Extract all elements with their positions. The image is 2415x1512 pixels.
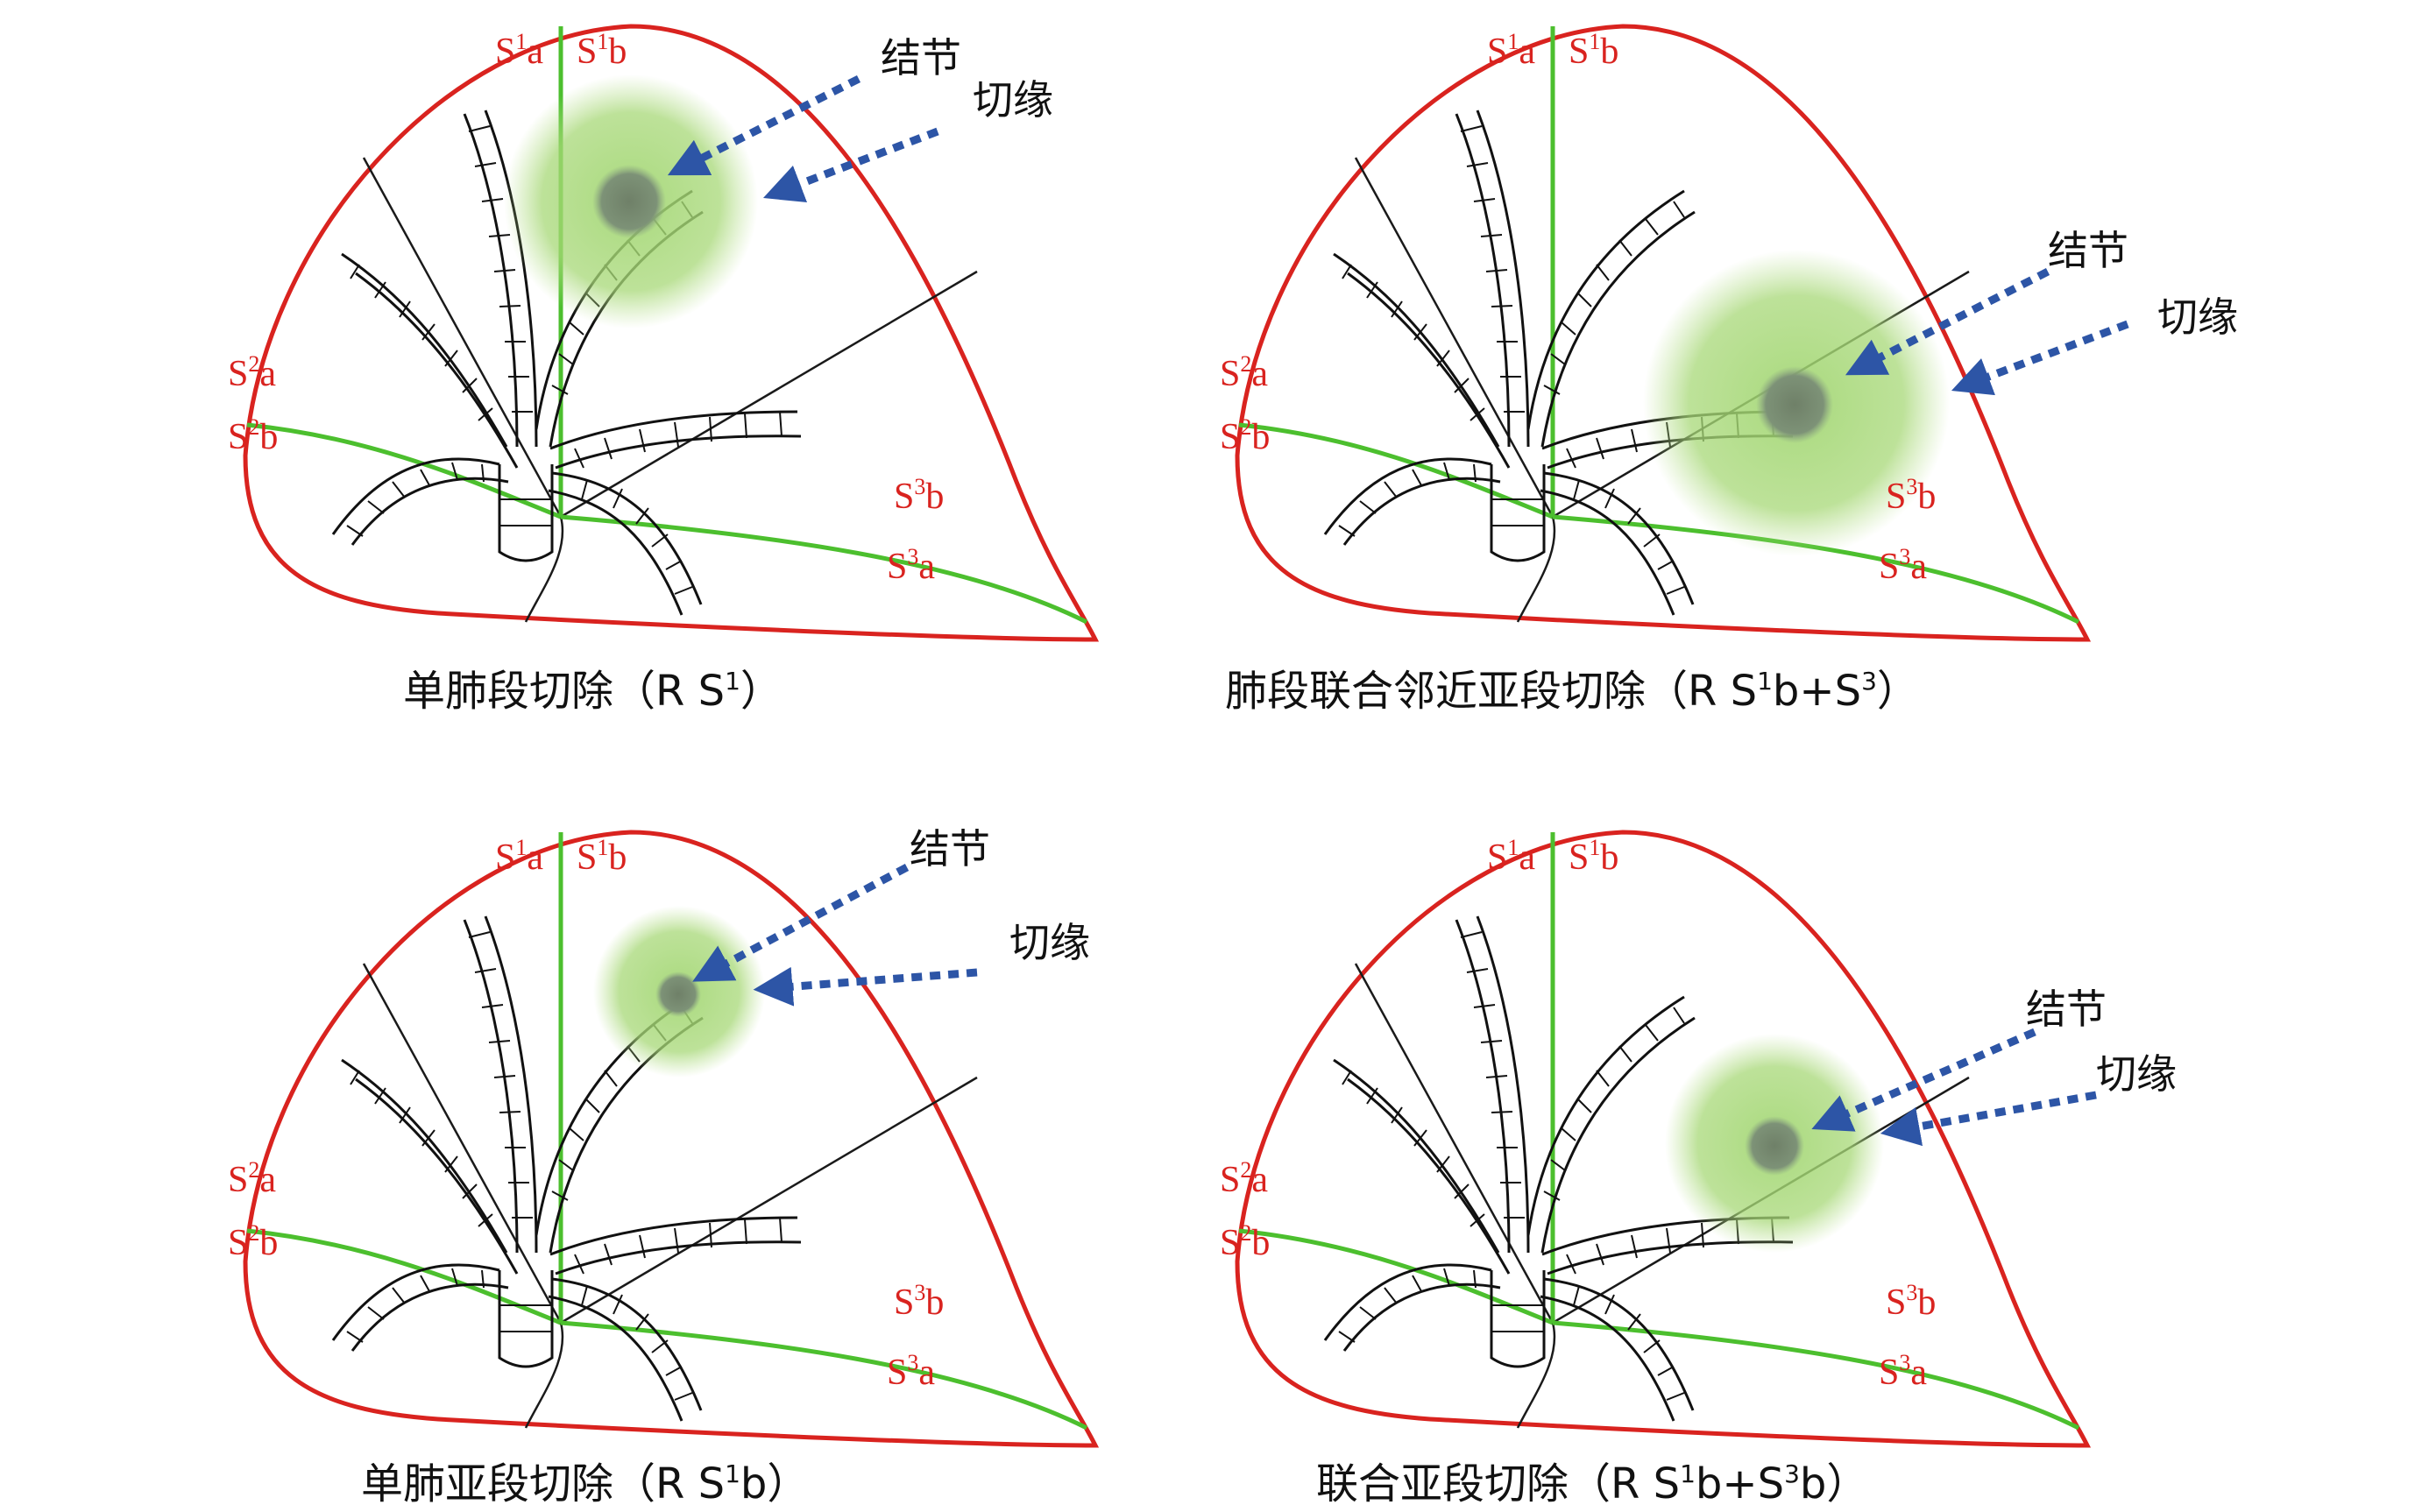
label-s2b: S2b bbox=[1220, 414, 1270, 457]
panel-2: S1a S1b S2a S2b S3b S3a 结节 切缘 肺段联合邻近亚段切除… bbox=[1220, 26, 2238, 716]
caption-panel-3: 单肺亚段切除（R S1b） bbox=[361, 1459, 809, 1508]
label-s3a: S3a bbox=[1879, 1350, 1927, 1393]
nodule-arrow bbox=[667, 74, 861, 176]
nodule bbox=[1756, 366, 1833, 443]
label-s2b: S2b bbox=[228, 1220, 278, 1263]
margin-label: 切缘 bbox=[1009, 919, 1090, 966]
nodule bbox=[655, 971, 701, 1017]
label-s1a: S1a bbox=[495, 835, 543, 878]
label-s3a: S3a bbox=[887, 544, 935, 587]
panel-4: S1a S1b S2a S2b S3b S3a 结节 切缘 联合亚段切除（R S… bbox=[1220, 832, 2177, 1508]
caption-panel-4: 联合亚段切除（R S1b+S3b） bbox=[1316, 1459, 1868, 1508]
label-s1a: S1a bbox=[495, 29, 543, 72]
label-s2b: S2b bbox=[228, 414, 278, 457]
margin-label: 切缘 bbox=[2157, 293, 2238, 341]
label-s2a: S2a bbox=[1220, 351, 1268, 394]
margin-label: 切缘 bbox=[2096, 1050, 2177, 1098]
nodule-arrow bbox=[692, 864, 910, 982]
label-s2a: S2a bbox=[1220, 1157, 1268, 1200]
nodule bbox=[1745, 1116, 1804, 1176]
margin-arrow bbox=[762, 127, 939, 202]
label-s3b: S3b bbox=[894, 474, 944, 517]
panel-3: S1a S1b S2a S2b S3b S3a 结节 切缘 单肺亚段切除（R S… bbox=[228, 825, 1095, 1508]
label-s1a: S1a bbox=[1487, 835, 1535, 878]
nodule bbox=[592, 165, 666, 238]
nodule-arrow bbox=[1845, 267, 2050, 376]
nodule-label: 结节 bbox=[910, 825, 990, 873]
nodule-label: 结节 bbox=[2048, 227, 2128, 274]
nodule-arrow bbox=[1811, 1028, 2036, 1132]
label-s3b: S3b bbox=[1886, 1280, 1936, 1323]
label-s2b: S2b bbox=[1220, 1220, 1270, 1263]
margin-arrow bbox=[1880, 1091, 2097, 1147]
caption-panel-1: 单肺段切除（R S1） bbox=[403, 667, 783, 716]
lung-outline bbox=[1237, 832, 2087, 1445]
nodule-label: 结节 bbox=[881, 34, 961, 81]
label-s1b: S1b bbox=[1569, 29, 1618, 72]
label-s2a: S2a bbox=[228, 351, 276, 394]
label-s3b: S3b bbox=[894, 1280, 944, 1323]
margin-label: 切缘 bbox=[973, 76, 1053, 124]
nodule-label: 结节 bbox=[2026, 986, 2107, 1033]
margin-arrow bbox=[1951, 320, 2129, 396]
label-s3b: S3b bbox=[1886, 474, 1936, 517]
margin-arrow bbox=[753, 966, 978, 1007]
label-s1a: S1a bbox=[1487, 29, 1535, 72]
label-s2a: S2a bbox=[228, 1157, 276, 1200]
panel-1: S1a S1b S2a S2b S3b S3a 结节 切缘 单肺段切除（R S1… bbox=[228, 26, 1095, 716]
label-s1b: S1b bbox=[1569, 835, 1618, 878]
label-s3a: S3a bbox=[887, 1350, 935, 1393]
label-s1b: S1b bbox=[577, 835, 627, 878]
label-s3a: S3a bbox=[1879, 544, 1927, 587]
label-s1b: S1b bbox=[577, 29, 627, 72]
caption-panel-2: 肺段联合邻近亚段切除（R S1b+S3） bbox=[1225, 667, 1919, 716]
